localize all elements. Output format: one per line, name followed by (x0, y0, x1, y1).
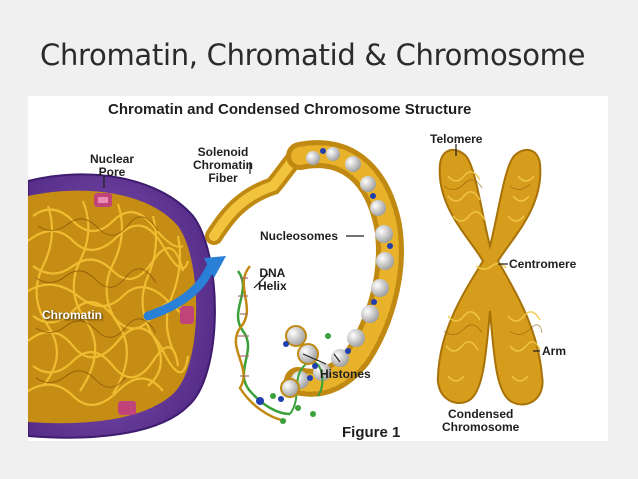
condensed-chromosome-label-line2: Chromosome (442, 420, 520, 434)
figure-illustration (28, 140, 544, 439)
dna-helix (234, 265, 291, 423)
nuclear-pore-label: Nuclear Pore (90, 153, 134, 179)
histones-label: Histones (320, 367, 371, 381)
blue-arrow (143, 256, 226, 321)
solenoid-label-line2: Chromatin (193, 158, 253, 172)
dna-helix-label-line1: DNA (259, 266, 286, 280)
figure-panel: Chromatin and Condensed Chromosome Struc… (28, 96, 608, 441)
nuclear-pore-right (180, 306, 194, 324)
nuclear-pore-label-line2: Pore (98, 165, 126, 179)
telomere-label: Telomere (430, 132, 483, 146)
nucleus (28, 173, 216, 439)
dna-helix-label-line2: Helix (258, 279, 287, 293)
condensed-chromosome-label: Condensed Chromosome (442, 408, 519, 434)
slide-title: Chromatin, Chromatid & Chromosome (40, 38, 586, 72)
dna-helix-label: DNA Helix (258, 267, 287, 293)
nuclear-pore-label-line1: Nuclear (90, 152, 135, 166)
solenoid-label: Solenoid Chromatin Fiber (193, 146, 253, 185)
chromatin-label: Chromatin (42, 308, 102, 322)
nuclear-pore-bottom (118, 401, 136, 415)
nuclear-pore-top (94, 193, 112, 207)
solenoid-label-line1: Solenoid (197, 145, 249, 159)
nucleosomes-label: Nucleosomes (260, 229, 339, 243)
figure-title: Chromatin and Condensed Chromosome Struc… (108, 101, 472, 118)
nucleosome-coil (284, 140, 404, 397)
arm-label: Arm (542, 344, 567, 358)
centromere-label: Centromere (509, 257, 577, 271)
solenoid-label-line3: Fiber (208, 171, 238, 185)
figure-number: Figure 1 (342, 424, 401, 441)
condensed-chromosome-label-line1: Condensed (448, 407, 514, 421)
condensed-chromosome (436, 144, 544, 406)
histone-cluster (256, 325, 341, 424)
